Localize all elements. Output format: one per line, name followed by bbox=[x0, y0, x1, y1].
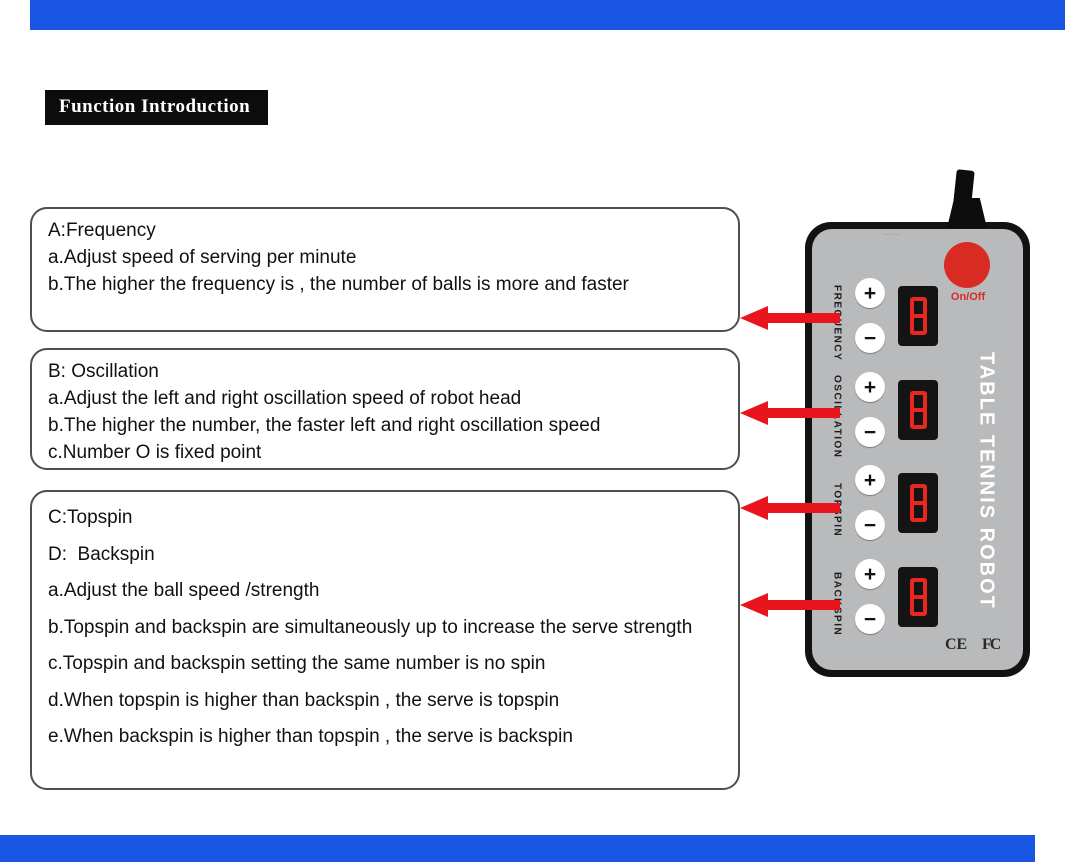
ce-mark: CE bbox=[945, 636, 968, 653]
digit-eight bbox=[909, 484, 927, 522]
bottom-divider-bar bbox=[0, 835, 1035, 862]
power-button bbox=[944, 242, 990, 288]
seven-segment-display bbox=[898, 286, 938, 346]
device-side-title: TABLE TENNIS ROBOT bbox=[975, 352, 998, 610]
plus-button: + bbox=[855, 465, 885, 495]
info-line: A:Frequency bbox=[48, 220, 156, 241]
info-line: b.The higher the frequency is , the numb… bbox=[48, 274, 629, 295]
minus-button: − bbox=[855, 323, 885, 353]
digit-eight bbox=[909, 578, 927, 616]
info-line: c.Number O is fixed point bbox=[48, 442, 262, 463]
info-line: a.Adjust the ball speed /strength bbox=[48, 580, 320, 601]
callout-arrow-topspin bbox=[740, 496, 840, 520]
info-line: D: Backspin bbox=[48, 543, 155, 565]
callout-arrow-oscillation bbox=[740, 401, 840, 425]
device-top-marking: ······ bbox=[883, 232, 901, 238]
digit-eight bbox=[909, 391, 927, 429]
section-title: Function Introduction bbox=[45, 90, 269, 125]
remote-control: ······ On/Off FREQUENCY + − OSCILLATION … bbox=[805, 169, 1030, 677]
plus-button: + bbox=[855, 278, 885, 308]
info-line: e.When backspin is higher than topspin ,… bbox=[48, 726, 573, 747]
info-line: c.Topspin and backspin setting the same … bbox=[48, 653, 546, 674]
info-line: B: Oscillation bbox=[48, 361, 159, 382]
minus-button: − bbox=[855, 510, 885, 540]
top-divider-bar bbox=[30, 0, 1065, 30]
info-line: d.When topspin is higher than backspin ,… bbox=[48, 689, 560, 711]
minus-button: − bbox=[855, 604, 885, 634]
info-line: a.Adjust the left and right oscillation … bbox=[48, 388, 522, 409]
oscillation-info-box: B: Oscillation a.Adjust the left and righ… bbox=[30, 348, 740, 470]
power-button-label: On/Off bbox=[950, 291, 986, 303]
callout-arrow-backspin bbox=[740, 593, 840, 617]
seven-segment-display bbox=[898, 567, 938, 627]
info-line: b.Topspin and backspin are simultaneousl… bbox=[48, 616, 693, 638]
seven-segment-display bbox=[898, 473, 938, 533]
topspin-backspin-info-box: C:Topspin D: Backspin a.Adjust the ball sp… bbox=[30, 490, 740, 790]
plus-button: + bbox=[855, 372, 885, 402]
info-line: b.The higher the number, the faster left… bbox=[48, 415, 601, 436]
frequency-info-box: A:Frequency a.Adjust speed of serving per… bbox=[30, 207, 740, 332]
remote-panel: ······ On/Off FREQUENCY + − OSCILLATION … bbox=[812, 229, 1023, 670]
cable-connector bbox=[947, 198, 987, 228]
info-line: a.Adjust speed of serving per minute bbox=[48, 247, 357, 268]
seven-segment-display bbox=[898, 380, 938, 440]
fcc-mark: FC bbox=[982, 636, 1001, 653]
control-row: FREQUENCY + − bbox=[812, 278, 1023, 370]
plus-button: + bbox=[855, 559, 885, 589]
info-line: C:Topspin bbox=[48, 507, 133, 528]
minus-button: − bbox=[855, 417, 885, 447]
callout-arrow-frequency bbox=[740, 306, 840, 330]
digit-eight bbox=[909, 297, 927, 335]
